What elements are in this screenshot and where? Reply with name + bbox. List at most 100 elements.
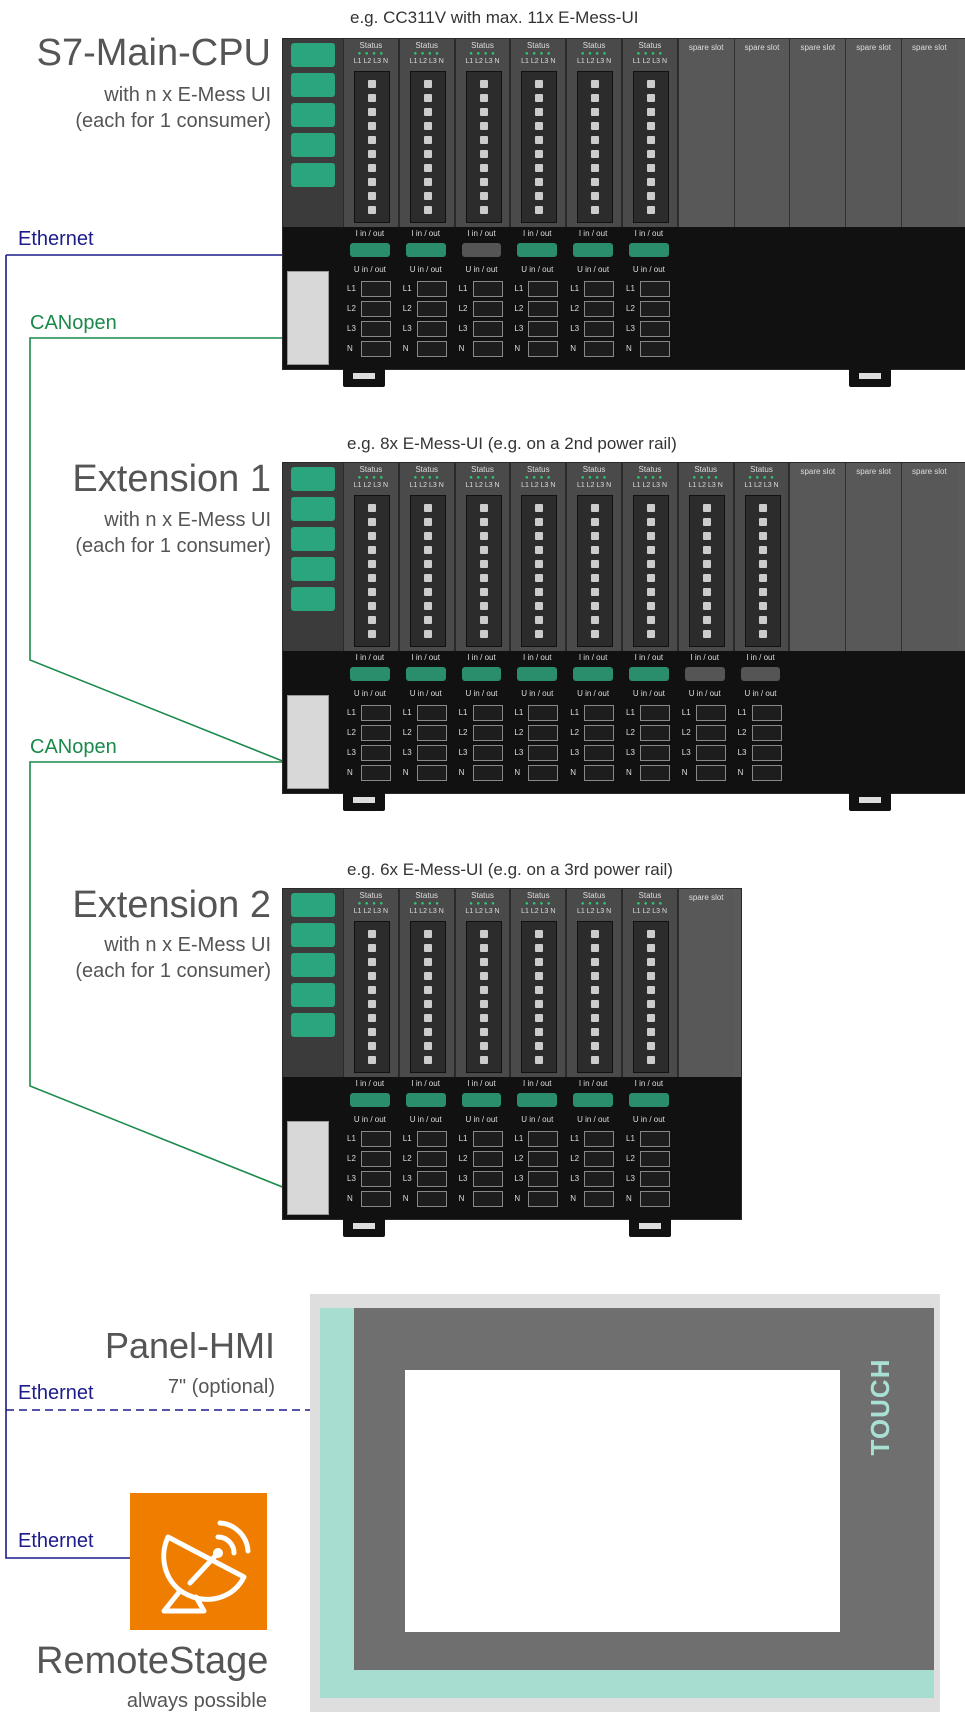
rack-ext2-terminal-pin [368, 944, 376, 952]
rack-ext1-phase-connector [528, 765, 559, 781]
rack-main-terminal-pin [423, 164, 432, 172]
rack-ext2-u-inout-label: U in / out [632, 1115, 665, 1124]
rack-main-phase-connector [640, 341, 670, 357]
rack-ext2-phase-label: L2 [402, 1154, 412, 1163]
rack-main-phase-connector [584, 321, 615, 337]
rack-ext2-phase-label: L2 [514, 1154, 524, 1163]
rack-ext1-terminal-pin [535, 588, 544, 596]
rack-ext2-phase-connector [528, 1171, 559, 1187]
rack-ext2-u-inout-label: U in / out [577, 1115, 610, 1124]
rack-ext1-terminal-pin [368, 602, 376, 610]
rack-ext1-power-connector [287, 695, 329, 789]
rack-ext2-phase-row: L3 [401, 1171, 451, 1187]
rack-ext1-spare-slot: spare slot [901, 463, 957, 651]
remotestage-logo [130, 1493, 267, 1630]
rack-ext2-terminal-pin [535, 1000, 544, 1008]
ext1-caption: e.g. 8x E-Mess-UI (e.g. on a 2nd power r… [347, 434, 677, 453]
rack-ext1-terminal-block [577, 495, 614, 647]
rack-main-spare-slot-label: spare slot [744, 43, 780, 52]
rack-main-terminal-pin [535, 164, 544, 172]
rack-ext1-module-phase-label: L1 L2 L3 N [632, 482, 668, 489]
rack-ext1-head-module [283, 463, 344, 651]
rack-ext1-terminal-pin [758, 546, 767, 554]
rack-main-phase-connector [640, 321, 670, 337]
rack-ext2-terminal-pin [647, 1042, 655, 1050]
rack-main-terminal-pin [647, 178, 655, 186]
rack-ext1-terminal-pin [591, 518, 600, 526]
rack-ext2-phase-connector [361, 1191, 391, 1207]
rack-main-terminal-pin [368, 206, 376, 214]
rack-main-din-clip-latch [353, 373, 375, 379]
rack-ext1-terminal-pin [479, 546, 488, 554]
rack-ext2-terminal-pin [591, 1056, 600, 1064]
rack-main-terminal-pin [368, 94, 376, 102]
hmi-screen[interactable] [405, 1370, 840, 1632]
rack-main-phase-row: L3 [624, 321, 674, 337]
rack-ext1-terminal-pin [479, 518, 488, 526]
rack-main-terminal-pin [423, 178, 432, 186]
rack-ext1-terminal-pin [758, 504, 767, 512]
rack-ext1-din-clip [343, 791, 385, 811]
rack-ext1-module-phase-label: L1 L2 L3 N [409, 482, 444, 489]
rack-ext2-phase-row: L1 [568, 1131, 618, 1147]
rack-ext2-terminal-pin [479, 1000, 488, 1008]
rack-main-terminal-pin [591, 206, 600, 214]
rack-ext1-phase-connector [416, 705, 447, 721]
rack-ext1-phase-label: N [737, 768, 744, 777]
rack-ext2-din-clip [629, 1217, 671, 1237]
rack-main-din-clip [849, 367, 891, 387]
rack-main-phase-connector [528, 301, 559, 317]
rack-ext2-phase-label: L1 [458, 1134, 468, 1143]
rack-ext1-phase-row: L1 [624, 705, 674, 721]
rack-ext1-i-inout-label: I in / out [355, 653, 385, 662]
rack-ext1-terminal-pin [423, 546, 432, 554]
hmi-panel: TOUCH [310, 1294, 940, 1712]
rack-main-phase-connector [416, 321, 447, 337]
rack-ext2-phase-label: N [570, 1194, 576, 1203]
rack-main-module-phase-label: L1 L2 L3 N [521, 58, 556, 65]
rack-ext2-phase-label: L2 [347, 1154, 356, 1163]
rack-ext1-terminal-pin [647, 630, 655, 638]
rack-main-phase-connector [472, 281, 503, 297]
rack-main-module-status-label: Status [471, 41, 494, 50]
rack-ext2-phase-label: L3 [458, 1174, 468, 1183]
rack-ext2-phase-row: N [512, 1191, 562, 1207]
rack-main-u-inout-label: U in / out [632, 265, 665, 274]
rack-main-phase-row: L2 [401, 301, 451, 317]
rack-ext1-terminal-pin [535, 630, 544, 638]
rack-main-terminal-pin [423, 122, 432, 130]
rack-ext1-phase-label: L2 [347, 728, 356, 737]
rack-ext2-terminal-pin [479, 1042, 488, 1050]
rack-ext2-terminal-pin [591, 944, 600, 952]
rack-ext1-phase-row: L2 [736, 725, 786, 741]
rack-ext1-phase-connector [361, 745, 391, 761]
rack-ext2-terminal-pin [591, 1028, 600, 1036]
rack-ext2-terminal-pin [647, 958, 655, 966]
rack-main-module-phase-label: L1 L2 L3 N [409, 58, 444, 65]
rack-ext1-module-phase-label: L1 L2 L3 N [744, 482, 779, 489]
rack-ext1-terminal-block [354, 495, 390, 647]
rack-ext1-terminal-pin [647, 560, 655, 568]
rack-ext2-measure-module: Status● ● ● ●L1 L2 L3 N [622, 889, 678, 1077]
rack-main-terminal-pin [479, 80, 488, 88]
rack-ext2-module-leds: ● ● ● ● [525, 901, 552, 907]
rack-ext2-phase-connector [472, 1191, 503, 1207]
rack-ext1-terminal-pin [479, 588, 488, 596]
rack-ext1-module-leds: ● ● ● ● [413, 475, 440, 481]
rack-ext1-module-phase-label: L1 L2 L3 N [576, 482, 612, 489]
rack-ext1-phase-row: L1 [680, 705, 730, 721]
rack-ext2-module-status-label: Status [526, 891, 550, 900]
rack-ext1-phase-label: L1 [570, 708, 580, 717]
rack-ext1-terminal-pin [368, 630, 376, 638]
rack-ext1-terminal-pin [758, 532, 767, 540]
rack-ext1-terminal-pin [702, 532, 711, 540]
rack-main-terminal-pin [647, 94, 655, 102]
rack-ext2-phase-row: L1 [345, 1131, 395, 1147]
rack-main-terminal-pin [368, 122, 376, 130]
rack-ext1-phase-label: L2 [737, 728, 747, 737]
rack-ext1-phase-connector [584, 705, 615, 721]
